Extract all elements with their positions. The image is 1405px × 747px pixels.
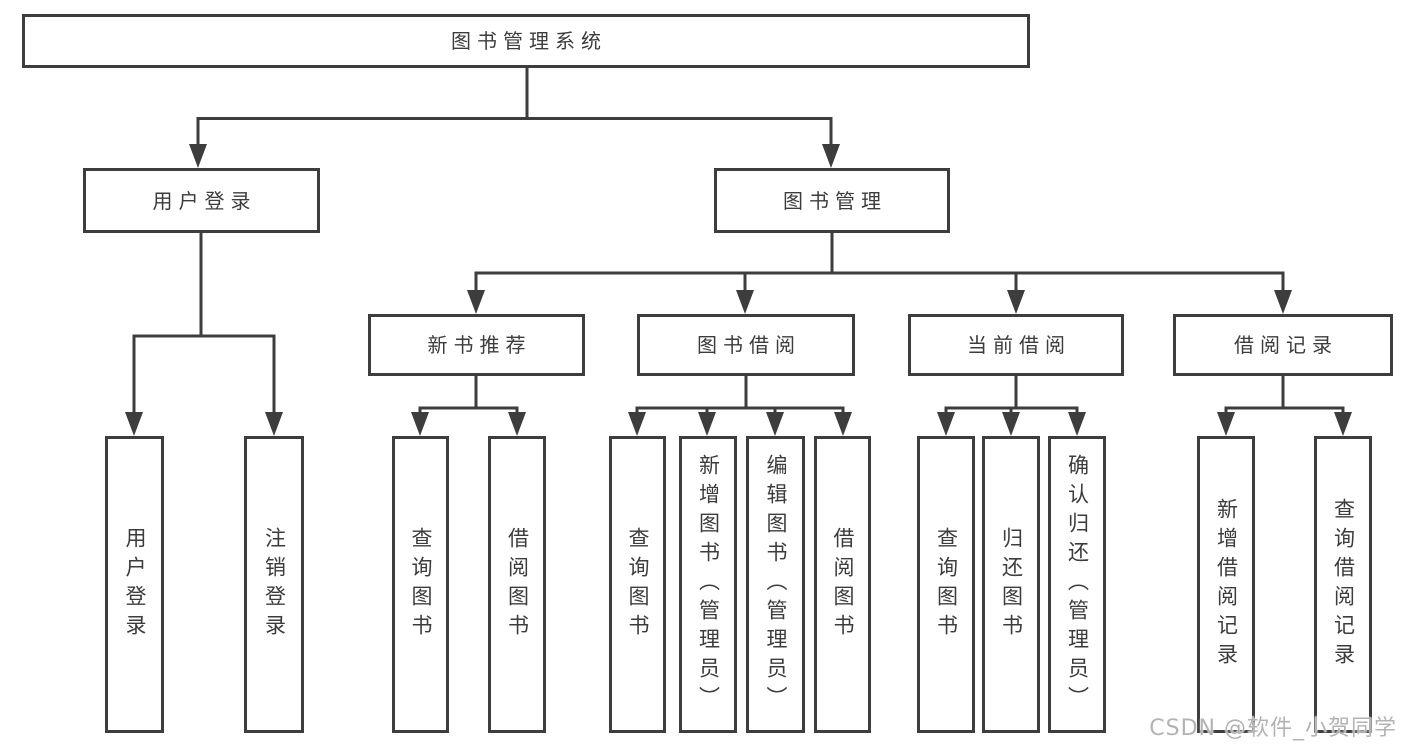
leaf-confirm-return-admin: 确认归还（管理员） — [1048, 436, 1106, 733]
node-user-login-label: 用户登录 — [152, 188, 257, 213]
node-book-borrowing-label: 图书借阅 — [697, 333, 801, 357]
leaf-logout: 注销登录 — [244, 436, 304, 733]
node-current-borrowing: 当前借阅 — [908, 314, 1124, 376]
leaf-query-books-borrowing-label: 查询图书 — [626, 526, 650, 643]
node-new-book-recommendation: 新书推荐 — [368, 314, 585, 376]
leaf-borrow-books-borrowing-label: 借阅图书 — [831, 526, 855, 643]
node-library-management-system-label: 图书管理系统 — [451, 29, 607, 53]
node-user-login: 用户登录 — [83, 168, 320, 233]
node-book-management: 图书管理 — [714, 168, 950, 233]
leaf-logout-label: 注销登录 — [262, 526, 287, 643]
node-book-management-label: 图书管理 — [783, 188, 887, 213]
leaf-edit-books-admin-label: 编辑图书（管理员） — [764, 454, 788, 715]
leaf-query-books-recommend: 查询图书 — [392, 436, 449, 733]
leaf-query-borrow-record-label: 查询借阅记录 — [1331, 497, 1356, 672]
leaf-return-books-label: 归还图书 — [999, 526, 1024, 643]
leaf-borrow-books-recommend-label: 借阅图书 — [505, 526, 530, 643]
leaf-user-login-label: 用户登录 — [123, 526, 147, 643]
leaf-borrow-books-borrowing: 借阅图书 — [814, 436, 871, 733]
node-borrowing-records-label: 借阅记录 — [1234, 333, 1338, 357]
leaf-edit-books-admin: 编辑图书（管理员） — [746, 436, 805, 733]
leaf-query-books-recommend-label: 查询图书 — [409, 526, 433, 643]
node-new-book-recommendation-label: 新书推荐 — [427, 333, 532, 357]
leaf-return-books: 归还图书 — [982, 436, 1040, 733]
leaf-add-books-admin-label: 新增图书（管理员） — [696, 454, 721, 715]
csdn-watermark: CSDN @软件_小贺同学 — [1149, 716, 1397, 741]
leaf-add-borrow-record-label: 新增借阅记录 — [1214, 497, 1239, 672]
node-current-borrowing-label: 当前借阅 — [967, 333, 1071, 357]
leaf-query-books-borrowing: 查询图书 — [609, 436, 666, 733]
leaf-query-books-current-label: 查询图书 — [934, 526, 959, 643]
node-book-borrowing: 图书借阅 — [637, 314, 855, 376]
node-library-management-system: 图书管理系统 — [22, 14, 1030, 68]
leaf-borrow-books-recommend: 借阅图书 — [488, 436, 546, 733]
leaf-query-books-current: 查询图书 — [917, 436, 975, 733]
leaf-add-books-admin: 新增图书（管理员） — [679, 436, 737, 733]
leaf-user-login: 用户登录 — [105, 436, 164, 733]
leaf-query-borrow-record: 查询借阅记录 — [1314, 436, 1372, 733]
node-borrowing-records: 借阅记录 — [1173, 314, 1393, 376]
leaf-add-borrow-record: 新增借阅记录 — [1197, 436, 1255, 733]
leaf-confirm-return-admin-label: 确认归还（管理员） — [1065, 454, 1090, 715]
